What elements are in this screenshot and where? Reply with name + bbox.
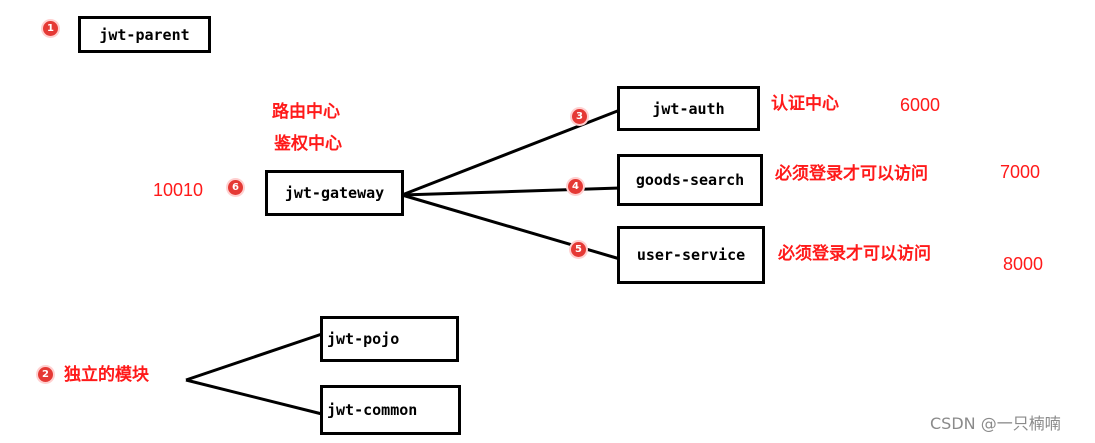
node-jwt-common: jwt-common bbox=[320, 385, 461, 435]
port-user-service: 8000 bbox=[1003, 254, 1044, 274]
search-description: 必须登录才可以访问 bbox=[775, 164, 928, 184]
independent-modules-label: 独立的模块 bbox=[64, 365, 149, 385]
port-search: 7000 bbox=[1000, 162, 1041, 182]
gateway-role-routing: 路由中心 bbox=[272, 102, 340, 122]
connector-independent-pojo bbox=[185, 332, 323, 382]
badge-2-icon: 2 bbox=[38, 367, 53, 382]
csdn-watermark: CSDN @一只楠喃 bbox=[930, 414, 1061, 433]
connector-gateway-search bbox=[401, 186, 621, 197]
auth-description: 认证中心 bbox=[771, 94, 839, 114]
node-jwt-auth: jwt-auth bbox=[617, 86, 760, 131]
connector-independent-common bbox=[185, 378, 323, 416]
connector-gateway-auth bbox=[401, 108, 621, 197]
port-gateway: 10010 bbox=[153, 180, 204, 200]
badge-5-icon: 5 bbox=[571, 242, 586, 257]
badge-3-icon: 3 bbox=[572, 109, 587, 124]
node-jwt-gateway: jwt-gateway bbox=[265, 170, 404, 216]
user-service-description: 必须登录才可以访问 bbox=[778, 244, 931, 264]
badge-1-icon: 1 bbox=[43, 21, 58, 36]
badge-4-icon: 4 bbox=[568, 179, 583, 194]
badge-6-icon: 6 bbox=[228, 180, 243, 195]
node-jwt-parent: jwt-parent bbox=[78, 16, 211, 53]
node-goods-search: goods-search bbox=[617, 154, 763, 206]
connector-gateway-user-service bbox=[401, 193, 621, 261]
node-jwt-pojo: jwt-pojo bbox=[320, 316, 459, 362]
port-auth: 6000 bbox=[900, 95, 941, 115]
node-user-service: user-service bbox=[617, 226, 765, 284]
gateway-role-auth: 鉴权中心 bbox=[274, 134, 342, 154]
